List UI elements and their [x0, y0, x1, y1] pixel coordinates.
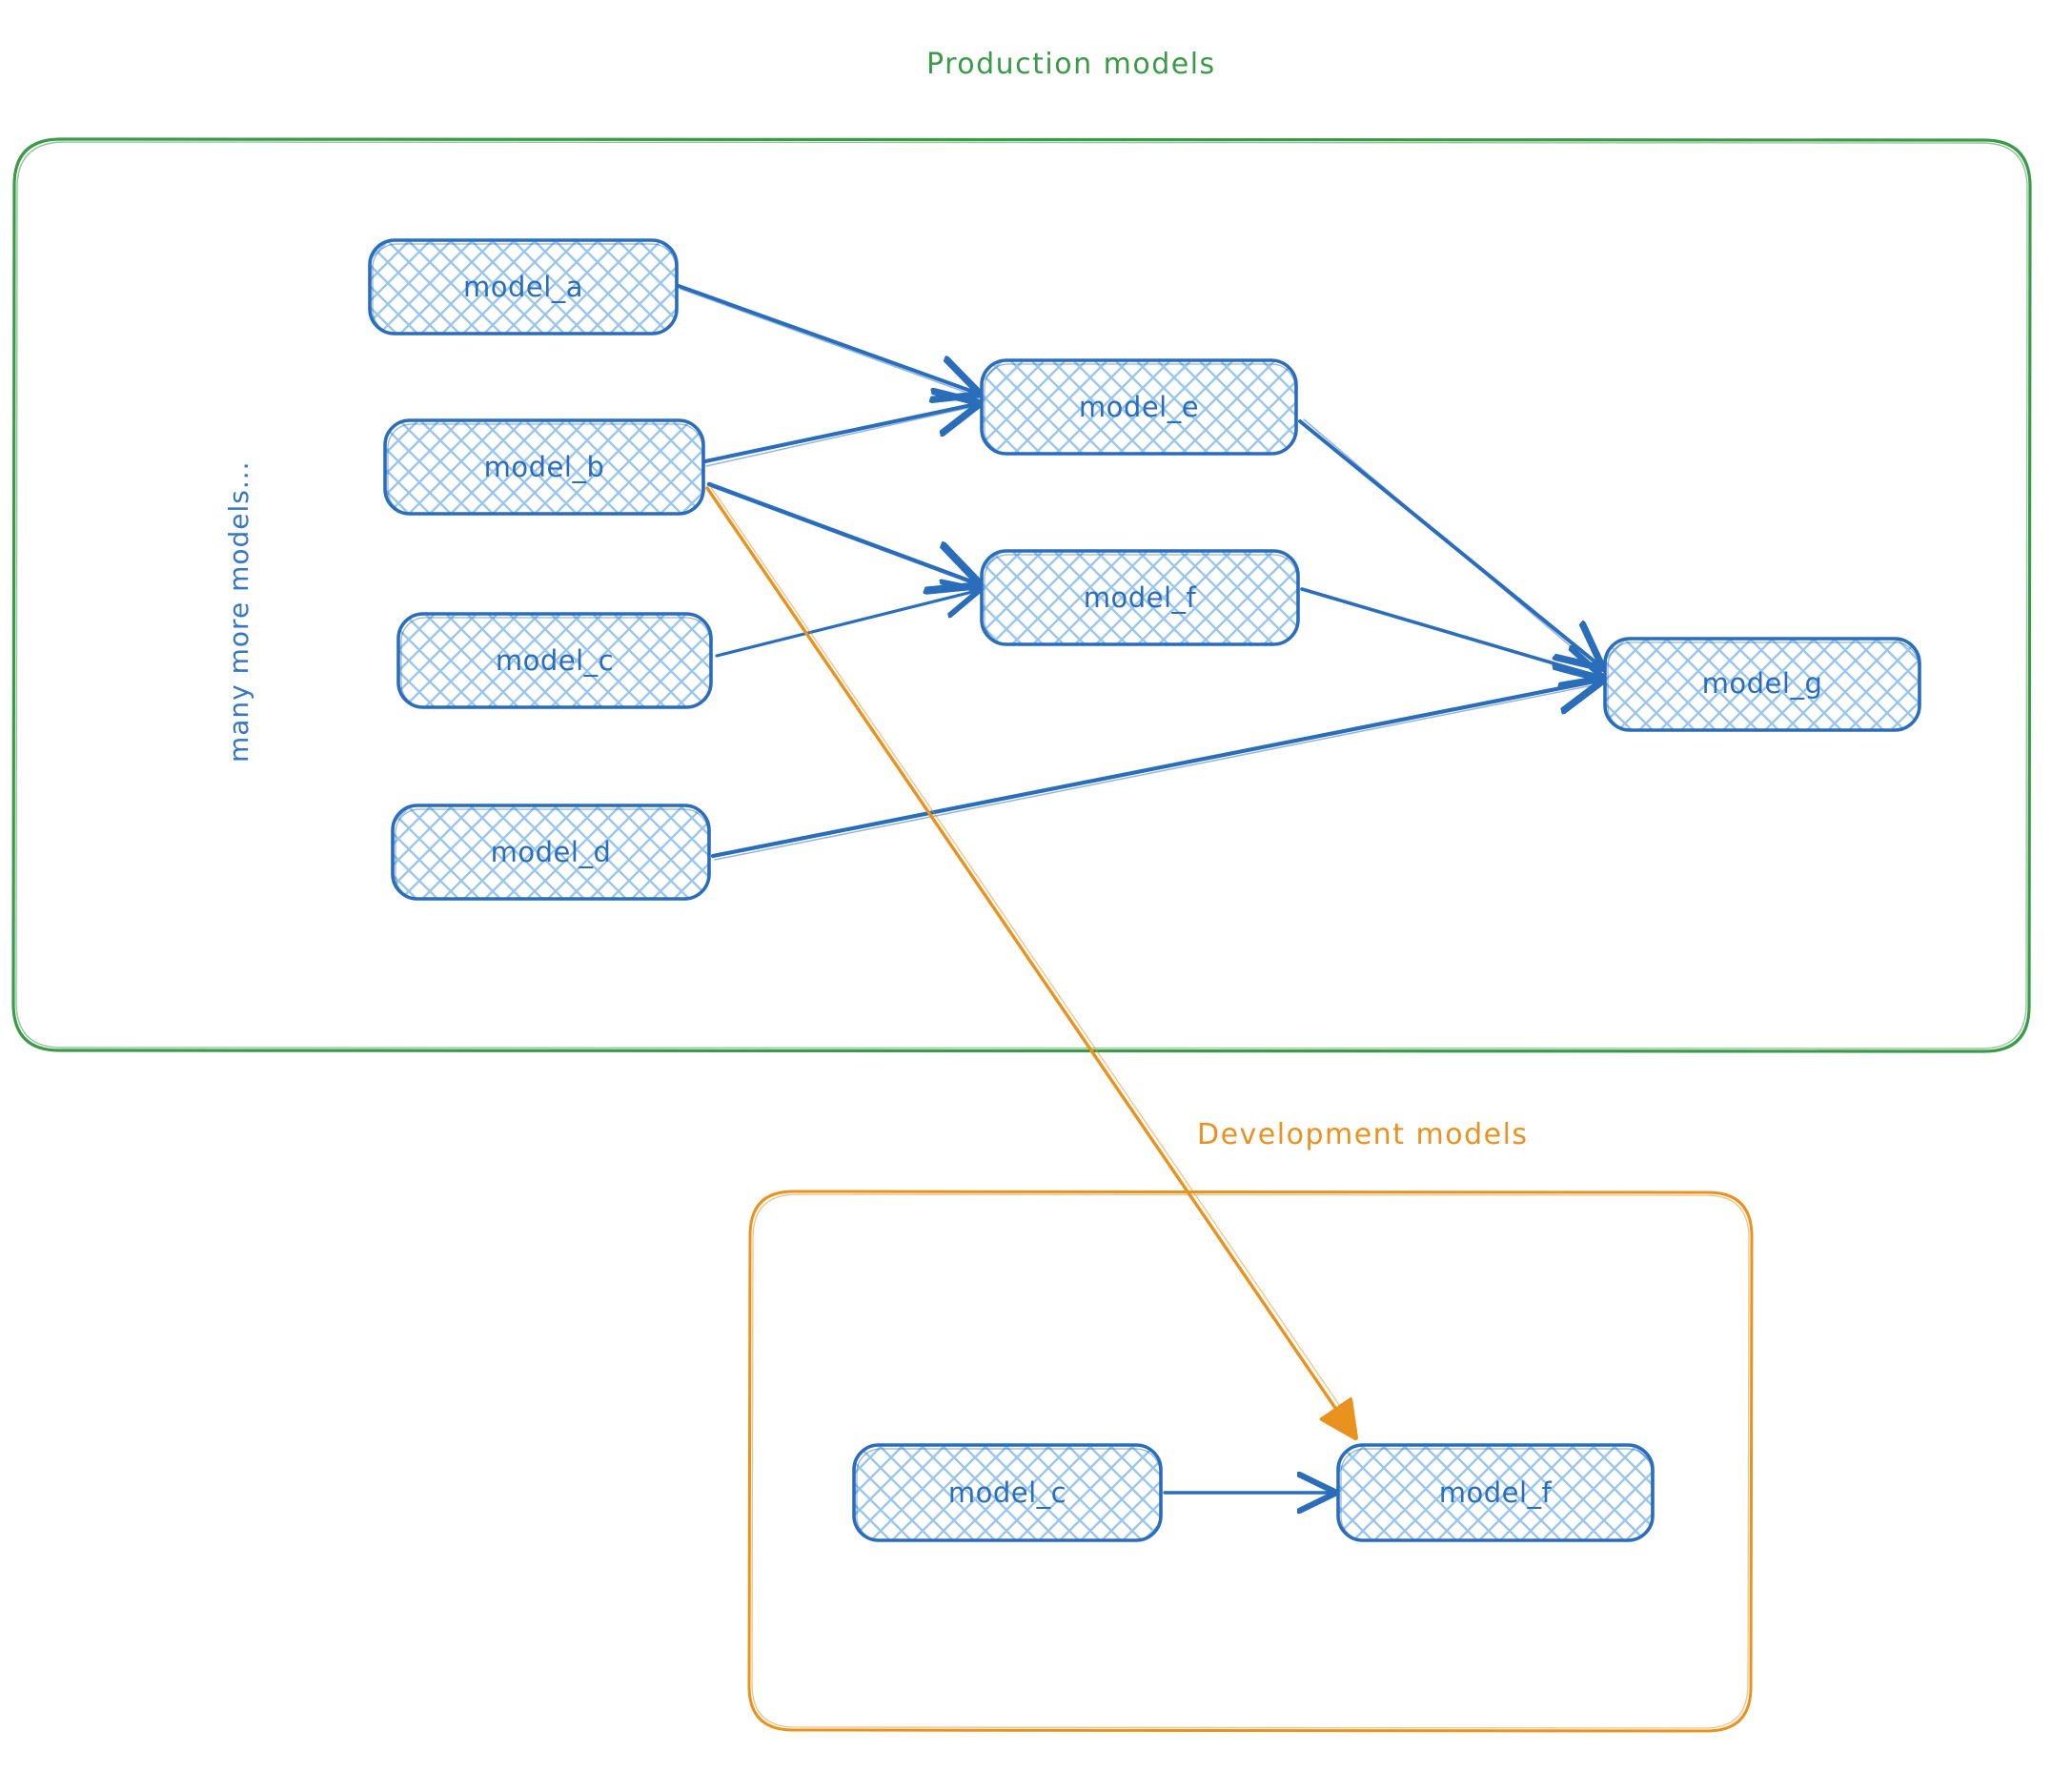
node-prod-model_b[interactable]: model_b — [383, 418, 705, 516]
node-box-sketch — [387, 423, 703, 515]
development-group-title: Development models — [1197, 1118, 1529, 1151]
node-box-sketch — [395, 808, 709, 900]
node-box-sketch — [1607, 641, 1920, 731]
edge-model_f-to-model_g — [1300, 587, 1599, 677]
node-label: model_d — [491, 836, 612, 868]
node-prod-model_d[interactable]: model_d — [391, 804, 711, 901]
group-production: Production models — [11, 48, 2032, 1053]
edge-model_d-to-model_g — [710, 681, 1599, 861]
edge-model_e-to-model_g — [1298, 418, 1599, 669]
node-label: model_f — [1439, 1476, 1553, 1509]
node-box-sketch — [984, 363, 1296, 455]
production-group-border — [11, 137, 2032, 1053]
production-group-border-sketch — [15, 141, 2028, 1049]
node-label: model_c — [948, 1476, 1066, 1509]
node-prod-model_g[interactable]: model_g — [1603, 637, 1921, 732]
node-label: model_a — [463, 271, 583, 303]
node-box-sketch — [372, 243, 677, 335]
node-dev-model_c[interactable]: model_c — [852, 1443, 1163, 1542]
development-group-border-sketch — [751, 1193, 1750, 1729]
edges-layer — [677, 284, 1599, 1493]
node-label: model_f — [1084, 581, 1197, 614]
many-more-models-label: many more models... — [223, 460, 254, 763]
node-box-sketch — [1340, 1448, 1653, 1541]
node-label: model_g — [1702, 667, 1823, 700]
node-prod-model_f[interactable]: model_f — [980, 549, 1300, 646]
edge-model_b-to-model_f — [706, 481, 976, 583]
node-label: model_b — [484, 451, 605, 483]
node-label: model_c — [496, 644, 614, 677]
edge-model_b-to-model_e — [703, 404, 976, 467]
many-more-models-note: many more models... — [223, 460, 254, 763]
development-group-border — [747, 1190, 1754, 1733]
node-prod-model_e[interactable]: model_e — [980, 358, 1298, 456]
edge-model_b-to-dev-model_f — [705, 486, 1356, 1435]
edge-model_c-to-model_f — [715, 591, 976, 658]
node-prod-model_c[interactable]: model_c — [396, 612, 713, 709]
node-box-sketch — [984, 554, 1298, 645]
node-label: model_e — [1079, 391, 1199, 423]
node-box-sketch — [856, 1448, 1161, 1541]
edge-model_a-to-model_e — [677, 284, 976, 395]
node-box-sketch — [400, 617, 711, 708]
node-prod-model_a[interactable]: model_a — [368, 238, 679, 336]
node-dev-model_f[interactable]: model_f — [1336, 1443, 1655, 1542]
group-development: Development models — [747, 1118, 1754, 1733]
production-group-title: Production models — [926, 48, 1216, 81]
